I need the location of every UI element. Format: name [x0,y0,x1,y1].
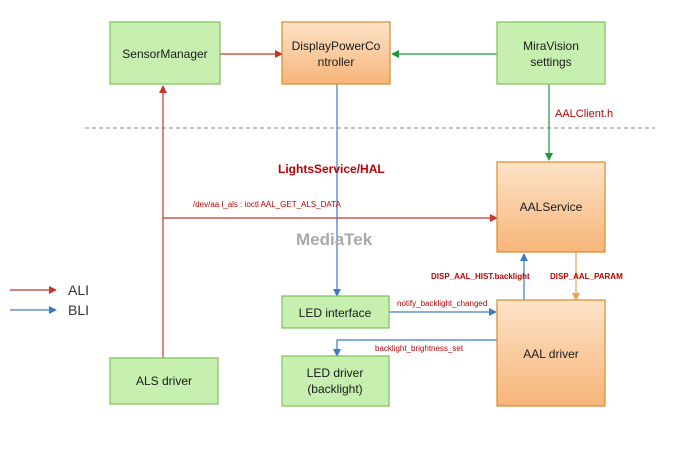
node-ledinterface-label: LED interface [299,306,372,320]
legend: ALI BLI [10,282,89,318]
node-aaldriver-label: AAL driver [523,347,579,361]
label-disp-aal-hist: DISP_AAL_HIST.backlight [431,272,530,281]
node-als-driver: ALS driver [109,357,219,405]
node-leddriver-label-line2: (backlight) [307,382,362,396]
edge-aaldriver-to-leddriver [333,339,497,357]
node-dpc-label-line2: ntroller [318,55,355,69]
node-miravision-label-line2: settings [530,55,571,69]
node-miravision-label-line1: MiraVision [523,39,579,53]
node-leddriver-label-line1: LED driver [307,366,364,380]
label-notify-backlight: notify_backlight_changed [397,299,487,308]
node-sensor-manager-label: SensorManager [122,47,207,61]
watermark-mediatek: MediaTek [296,230,373,249]
node-led-driver: LED driver (backlight) [281,355,390,407]
label-ioctl: /dev/aa l_als : ioctl AAL_GET_ALS_DATA [193,200,341,209]
node-led-interface: LED interface [281,295,390,329]
node-alsdriver-label: ALS driver [136,374,192,388]
node-aalservice-label: AALService [520,200,583,214]
node-sensor-manager: SensorManager [109,21,221,85]
legend-bli-label: BLI [68,302,89,318]
label-lights-service: LightsService/HAL [278,162,385,176]
node-display-power-controller: DisplayPowerCo ntroller [281,21,391,85]
node-dpc-label-line1: DisplayPowerCo [292,39,381,53]
node-miravision-settings: MiraVision settings [496,21,606,85]
label-aal-client: AALClient.h [555,108,613,120]
node-aal-service: AALService [496,161,606,253]
node-aal-driver: AAL driver [496,299,606,407]
legend-ali-label: ALI [68,282,89,298]
label-disp-aal-param: DISP_AAL_PARAM [550,272,623,281]
label-brightness-set: backlight_brightness_set [375,344,464,353]
